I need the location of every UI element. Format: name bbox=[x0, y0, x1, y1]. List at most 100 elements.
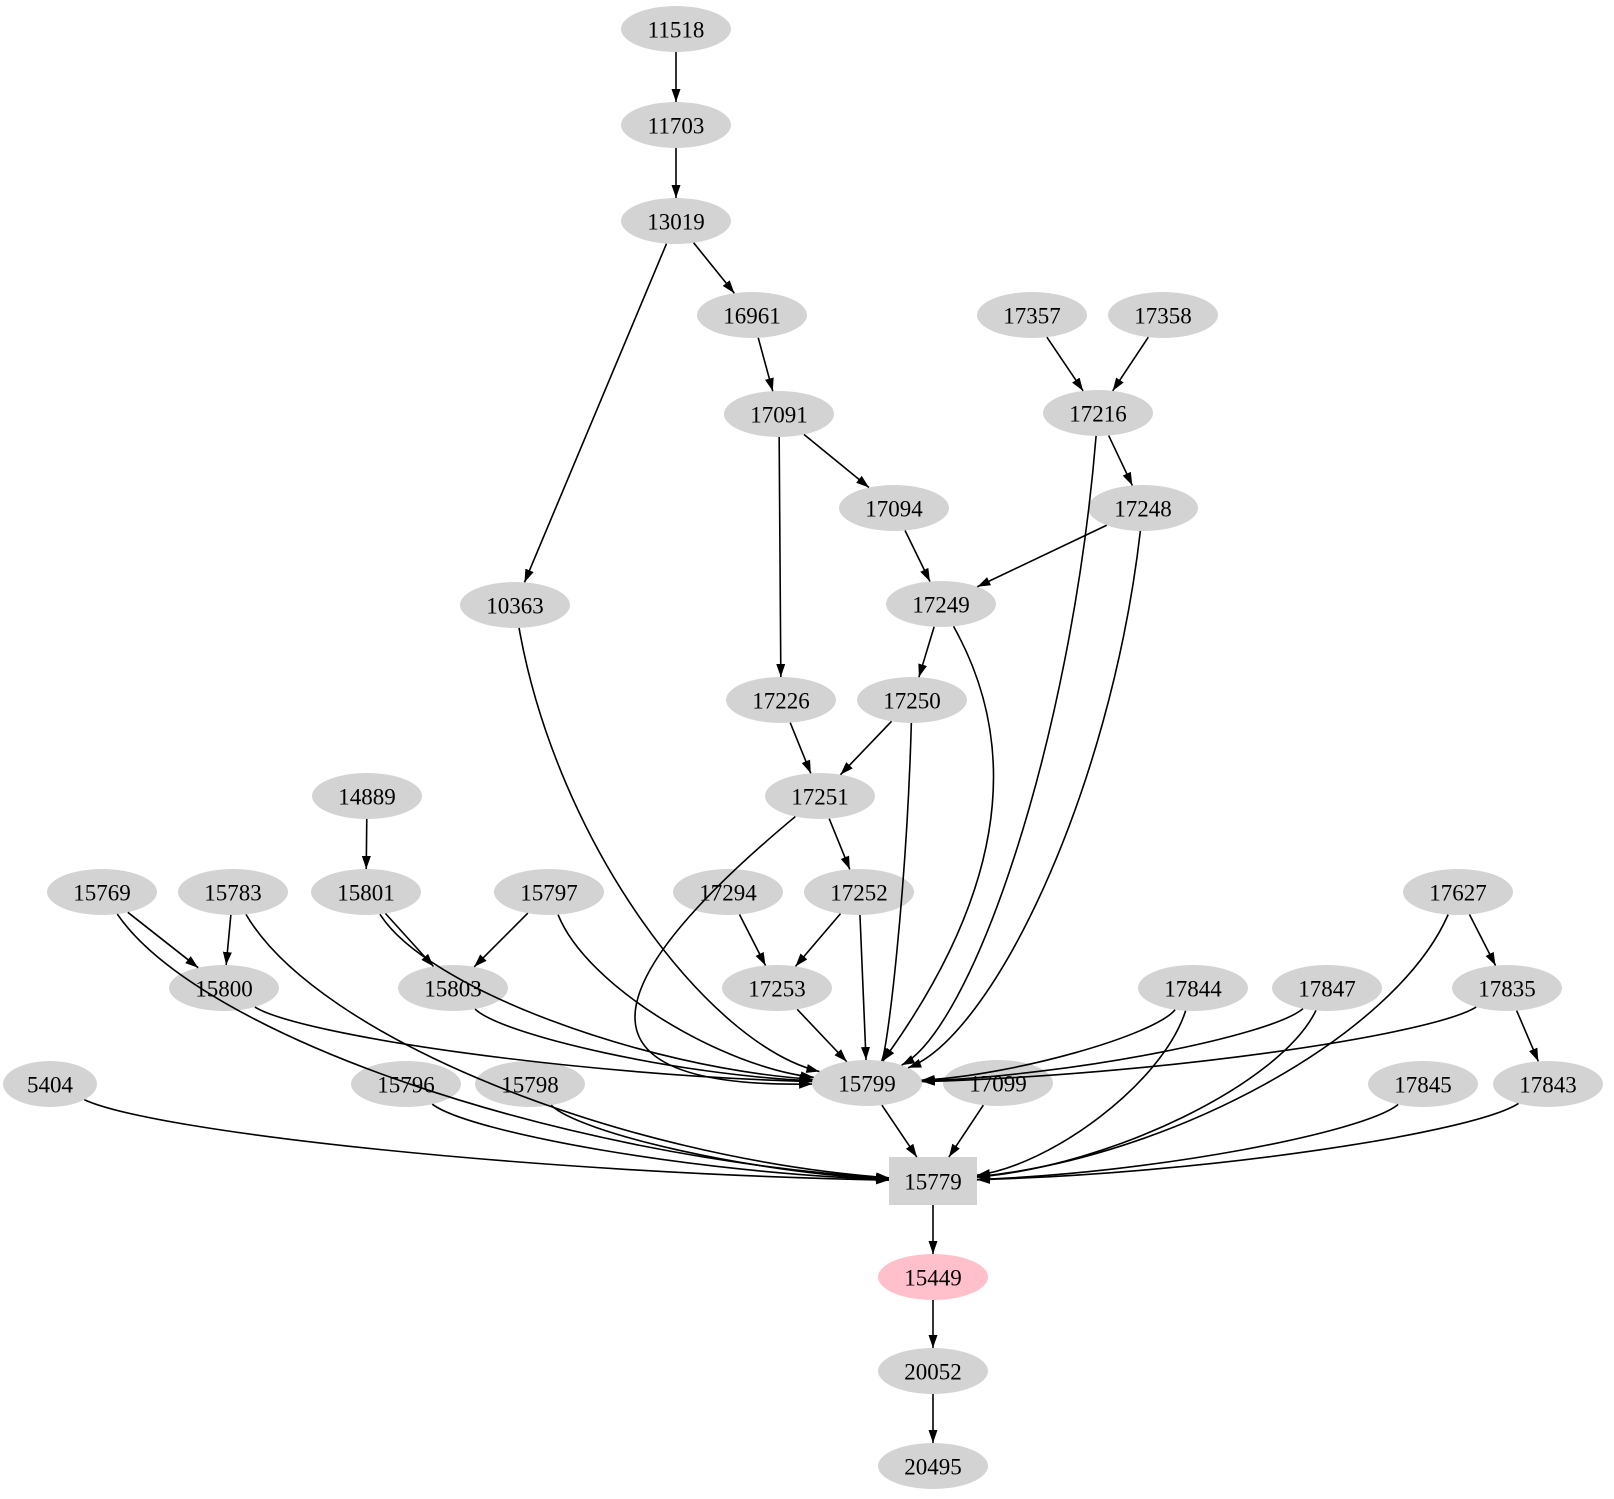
node-label: 17253 bbox=[748, 977, 806, 1002]
edges-layer bbox=[83, 52, 1540, 1443]
node-label: 17226 bbox=[752, 689, 810, 714]
edge-15800-15799 bbox=[254, 1006, 813, 1086]
node-5404: 5404 bbox=[3, 1061, 97, 1107]
edge-17099-15779 bbox=[948, 1104, 984, 1158]
edge-17252-17253 bbox=[794, 913, 842, 967]
node-ellipse-shape bbox=[3, 1061, 97, 1107]
node-15779: 15779 bbox=[889, 1157, 977, 1205]
node-label: 17294 bbox=[699, 881, 757, 906]
edge-16961-17091 bbox=[757, 337, 774, 392]
node-ellipse-shape bbox=[878, 1254, 988, 1300]
edge-13019-10363 bbox=[523, 243, 668, 583]
node-label: 17845 bbox=[1394, 1073, 1452, 1098]
node-ellipse-shape bbox=[886, 581, 996, 627]
node-20495: 20495 bbox=[878, 1443, 988, 1489]
edge-17248-15799 bbox=[907, 530, 1142, 1069]
edge-17251-15799 bbox=[634, 815, 813, 1089]
edge-17216-17248 bbox=[1107, 435, 1134, 486]
node-label: 15799 bbox=[838, 1072, 896, 1097]
node-ellipse-shape bbox=[621, 102, 731, 148]
node-ellipse-shape bbox=[1493, 1061, 1603, 1107]
node-label: 14889 bbox=[338, 785, 396, 810]
node-ellipse-shape bbox=[178, 869, 288, 915]
node-17226: 17226 bbox=[726, 677, 836, 723]
node-label: 17091 bbox=[750, 403, 808, 428]
node-17099: 17099 bbox=[943, 1060, 1053, 1106]
edge-15797-15799 bbox=[557, 914, 814, 1081]
node-label: 17251 bbox=[791, 785, 849, 810]
node-ellipse-shape bbox=[47, 869, 157, 915]
node-15797: 15797 bbox=[494, 869, 604, 915]
node-label: 17835 bbox=[1478, 977, 1536, 1002]
node-ellipse-shape bbox=[1138, 965, 1248, 1011]
edge-17294-17253 bbox=[738, 914, 767, 966]
node-ellipse-shape bbox=[878, 1348, 988, 1394]
node-label: 15449 bbox=[904, 1266, 962, 1291]
node-17845: 17845 bbox=[1368, 1061, 1478, 1107]
node-label: 11703 bbox=[648, 114, 705, 139]
node-17357: 17357 bbox=[977, 292, 1087, 338]
node-label: 15798 bbox=[501, 1073, 559, 1098]
node-ellipse-shape bbox=[1108, 292, 1218, 338]
edge-17249-17250 bbox=[918, 626, 935, 678]
node-ellipse-shape bbox=[621, 198, 731, 244]
node-ellipse-shape bbox=[460, 582, 570, 628]
node-17249: 17249 bbox=[886, 581, 996, 627]
edge-17843-15779 bbox=[976, 1102, 1519, 1184]
node-ellipse-shape bbox=[1452, 965, 1562, 1011]
node-label: 20052 bbox=[904, 1360, 962, 1385]
node-11703: 11703 bbox=[621, 102, 731, 148]
node-label: 15779 bbox=[904, 1170, 962, 1195]
edge-17358-17216 bbox=[1112, 336, 1149, 392]
edge-15783-15800 bbox=[222, 914, 232, 966]
node-ellipse-shape bbox=[494, 869, 604, 915]
node-ellipse-shape bbox=[1368, 1061, 1478, 1107]
node-14889: 14889 bbox=[312, 773, 422, 819]
node-label: 17252 bbox=[830, 881, 888, 906]
edge-17835-15799 bbox=[921, 1006, 1477, 1086]
node-ellipse-shape bbox=[812, 1060, 922, 1106]
node-label: 11518 bbox=[648, 18, 705, 43]
node-17091: 17091 bbox=[724, 391, 834, 437]
node-17847: 17847 bbox=[1272, 965, 1382, 1011]
edge-17249-15799 bbox=[882, 626, 995, 1062]
node-label: 15783 bbox=[204, 881, 262, 906]
node-17094: 17094 bbox=[839, 485, 949, 531]
node-ellipse-shape bbox=[311, 869, 421, 915]
edge-15801-15799 bbox=[379, 913, 813, 1083]
node-17250: 17250 bbox=[857, 677, 967, 723]
node-label: 17844 bbox=[1164, 977, 1222, 1002]
edge-17091-17226 bbox=[776, 436, 786, 678]
node-label: 17250 bbox=[883, 689, 941, 714]
node-label: 17627 bbox=[1429, 881, 1487, 906]
edge-17250-15799 bbox=[880, 722, 913, 1062]
edge-14889-15801 bbox=[361, 818, 371, 870]
node-label: 17216 bbox=[1069, 402, 1127, 427]
edge-17253-15799 bbox=[796, 1008, 848, 1063]
edge-17251-17252 bbox=[828, 818, 851, 870]
edge-17226-17251 bbox=[789, 722, 812, 774]
edge-5404-15779 bbox=[83, 1098, 890, 1185]
node-label: 17249 bbox=[912, 593, 970, 618]
node-17843: 17843 bbox=[1493, 1061, 1603, 1107]
node-10363: 10363 bbox=[460, 582, 570, 628]
node-15801: 15801 bbox=[311, 869, 421, 915]
node-label: 15800 bbox=[195, 977, 253, 1002]
node-ellipse-shape bbox=[878, 1443, 988, 1489]
node-ellipse-shape bbox=[1403, 869, 1513, 915]
node-ellipse-shape bbox=[804, 869, 914, 915]
node-ellipse-shape bbox=[765, 773, 875, 819]
edge-17248-17249 bbox=[976, 524, 1108, 588]
node-label: 17248 bbox=[1114, 497, 1172, 522]
edge-15799-15779 bbox=[881, 1104, 918, 1158]
edge-15783-15779 bbox=[245, 913, 890, 1182]
edge-17252-15799 bbox=[859, 914, 870, 1061]
node-label: 17357 bbox=[1003, 304, 1061, 329]
edge-15769-15800 bbox=[127, 911, 199, 969]
edge-17844-15799 bbox=[921, 1009, 1176, 1084]
edge-15803-15799 bbox=[474, 1008, 813, 1085]
node-label: 15801 bbox=[337, 881, 395, 906]
node-label: 17358 bbox=[1134, 304, 1192, 329]
